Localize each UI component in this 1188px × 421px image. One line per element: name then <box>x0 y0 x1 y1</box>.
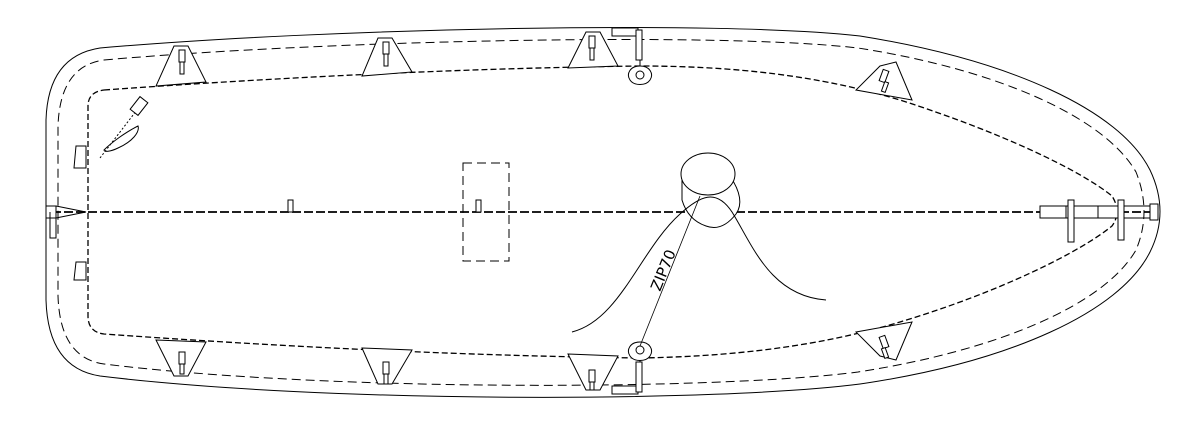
tie-down-tab-bottom-4 <box>854 321 913 361</box>
transom-strap <box>45 205 87 239</box>
tie-down-tab-top-4 <box>854 61 913 101</box>
reinforcement-patch <box>462 162 510 262</box>
tie-down-tab-top-1 <box>155 45 207 87</box>
centre-tab-2 <box>475 199 482 213</box>
tie-down-tab-bottom-1 <box>155 339 207 377</box>
shroud-strap-top <box>611 27 653 85</box>
tie-down-tab-top-2 <box>361 37 413 77</box>
transom-tab-upper <box>73 145 87 169</box>
zipper-vent <box>99 95 149 159</box>
tie-down-tab-top-3 <box>567 31 619 69</box>
mast-collar <box>680 152 741 228</box>
shroud-strap-bottom <box>611 341 653 395</box>
cable-lead-line <box>639 195 701 347</box>
tie-down-tab-bottom-2 <box>361 347 413 385</box>
hem-dashed-line <box>57 38 1145 386</box>
tie-down-tab-bottom-3 <box>567 353 619 391</box>
cable-label: ZIP70 <box>647 247 680 293</box>
centre-tab-1 <box>287 199 294 213</box>
bow-fitting <box>1039 199 1159 243</box>
transom-tab-lower <box>73 261 87 281</box>
lanyard-cable <box>571 196 827 333</box>
cover-outer-outline <box>45 26 1161 398</box>
